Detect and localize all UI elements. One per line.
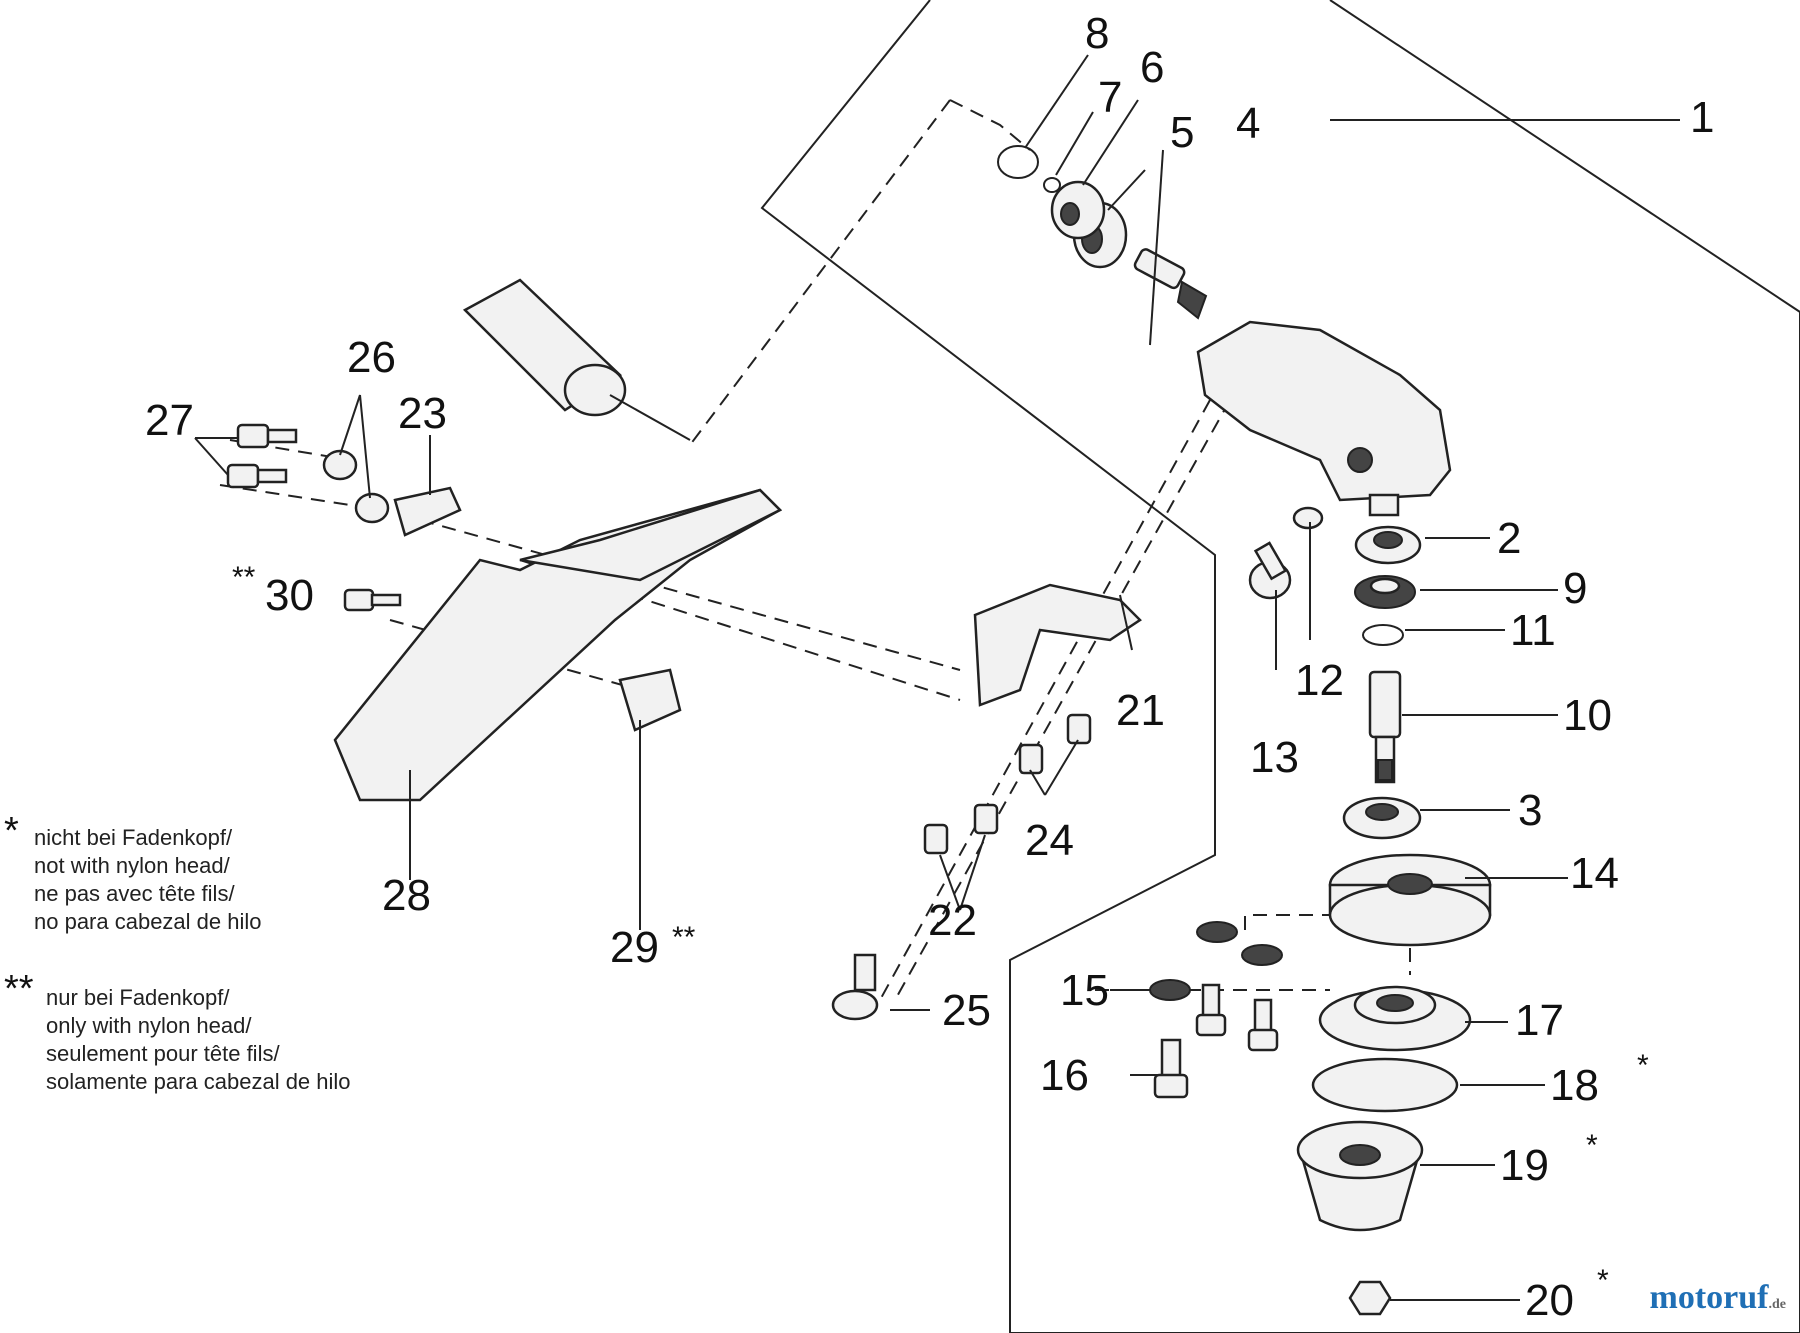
part-15-washers bbox=[1149, 921, 1283, 1001]
callout-23: 23 bbox=[398, 389, 447, 438]
part-11-washer bbox=[1362, 624, 1404, 646]
part-6-bearing bbox=[1050, 180, 1106, 240]
guard-rib bbox=[519, 488, 783, 582]
part-19-cup bbox=[1296, 1120, 1424, 1232]
parts bbox=[226, 145, 1492, 1316]
part-4-pinion bbox=[1133, 248, 1208, 320]
callout-21: 21 bbox=[1116, 686, 1165, 735]
part-8-circlip bbox=[997, 145, 1039, 179]
callout-6: 6 bbox=[1140, 43, 1164, 92]
note-single-line-2: not with nylon head/ bbox=[34, 853, 230, 878]
callout-13: 13 bbox=[1250, 733, 1299, 782]
part-23-clamp bbox=[393, 486, 462, 537]
callout-12: 12 bbox=[1295, 656, 1344, 705]
alignment-lines bbox=[219, 99, 1411, 1001]
part-24-screws bbox=[1018, 713, 1092, 775]
note-single-line-1: nicht bei Fadenkopf/ bbox=[34, 825, 233, 850]
part-14-flange bbox=[1328, 853, 1492, 947]
callout-20-asterisk: * bbox=[1597, 1264, 1609, 1297]
part-1-gear-housing bbox=[1196, 320, 1452, 502]
callout-15: 15 bbox=[1060, 966, 1109, 1015]
housing-bolt-hole bbox=[1347, 447, 1373, 473]
note-double-line-2: only with nylon head/ bbox=[46, 1013, 252, 1038]
callout-3: 3 bbox=[1518, 786, 1542, 835]
callout-19-asterisk: * bbox=[1586, 1129, 1598, 1162]
note-single-line-4: no para cabezal de hilo bbox=[34, 909, 262, 934]
callout-18: 18 bbox=[1550, 1061, 1599, 1110]
watermark-suffix: .de bbox=[1768, 1297, 1787, 1312]
note-double-line-4: solamente para cabezal de hilo bbox=[46, 1069, 351, 1094]
part-3-bearing bbox=[1342, 796, 1422, 840]
drive-tube bbox=[462, 278, 691, 441]
callout-10: 10 bbox=[1563, 691, 1612, 740]
callout-19: 19 bbox=[1500, 1141, 1549, 1190]
callout-5: 5 bbox=[1170, 108, 1194, 157]
note-single-line-3: ne pas avec tête fils/ bbox=[34, 881, 235, 906]
callout-20: 20 bbox=[1525, 1276, 1574, 1325]
part-10-shaft bbox=[1368, 670, 1402, 784]
callout-4: 4 bbox=[1236, 99, 1260, 148]
part-13-bolt bbox=[1248, 541, 1292, 600]
callout-30: 30 bbox=[265, 571, 314, 620]
callout-1: 1 bbox=[1690, 93, 1714, 142]
part-25-screw bbox=[831, 953, 879, 1021]
note-double-line-1: nur bei Fadenkopf/ bbox=[46, 985, 230, 1010]
watermark-text: motoruf bbox=[1649, 1279, 1769, 1316]
callout-11: 11 bbox=[1510, 606, 1556, 655]
housing-output-shaft bbox=[1368, 493, 1400, 517]
part-18-disc bbox=[1311, 1057, 1459, 1113]
watermark-logo: motoruf.de bbox=[1650, 1279, 1786, 1317]
part-9-gear bbox=[1354, 575, 1416, 609]
note-double: nur bei Fadenkopf/ only with nylon head/… bbox=[46, 984, 351, 1096]
callout-30-asterisk: ** bbox=[232, 561, 256, 594]
part-22-screws bbox=[923, 803, 999, 855]
part-17-flange bbox=[1318, 985, 1472, 1052]
part-21-bracket bbox=[973, 583, 1142, 707]
callout-28: 28 bbox=[382, 871, 431, 920]
part-2-bearing bbox=[1354, 525, 1422, 565]
note-double-line-3: seulement pour tête fils/ bbox=[46, 1041, 280, 1066]
callout-22: 22 bbox=[928, 896, 977, 945]
callout-16: 16 bbox=[1040, 1051, 1089, 1100]
note-single: nicht bei Fadenkopf/ not with nylon head… bbox=[34, 824, 262, 936]
callout-29-asterisk: ** bbox=[672, 921, 696, 954]
callout-9: 9 bbox=[1563, 564, 1587, 613]
part-27-screws bbox=[226, 423, 298, 489]
callout-26: 26 bbox=[347, 333, 396, 382]
part-7-ring bbox=[1043, 177, 1061, 193]
leader-lines bbox=[194, 54, 1680, 1301]
callout-2: 2 bbox=[1497, 514, 1521, 563]
note-double-marker: ** bbox=[4, 968, 34, 1010]
callout-14: 14 bbox=[1570, 849, 1619, 898]
callout-7: 7 bbox=[1098, 73, 1122, 122]
part-16-screws bbox=[1153, 983, 1279, 1099]
callout-18-asterisk: * bbox=[1637, 1049, 1649, 1082]
part-20-nut bbox=[1348, 1280, 1392, 1316]
callout-25: 25 bbox=[942, 986, 991, 1035]
part-30-screw bbox=[343, 588, 402, 612]
callout-8: 8 bbox=[1085, 9, 1109, 58]
callout-17: 17 bbox=[1515, 996, 1564, 1045]
callout-29: 29 bbox=[610, 923, 659, 972]
assembly-outline bbox=[760, 0, 1800, 1333]
part-26-washers bbox=[322, 449, 390, 524]
callout-27: 27 bbox=[145, 396, 194, 445]
note-single-marker: * bbox=[4, 810, 19, 852]
part-12-washer bbox=[1292, 506, 1324, 530]
callout-24: 24 bbox=[1025, 816, 1074, 865]
part-29-clip bbox=[618, 668, 682, 732]
callouts: 1 2 3 4 5 6 7 8 9 10 11 12 13 14 15 16 1… bbox=[145, 9, 1714, 1325]
